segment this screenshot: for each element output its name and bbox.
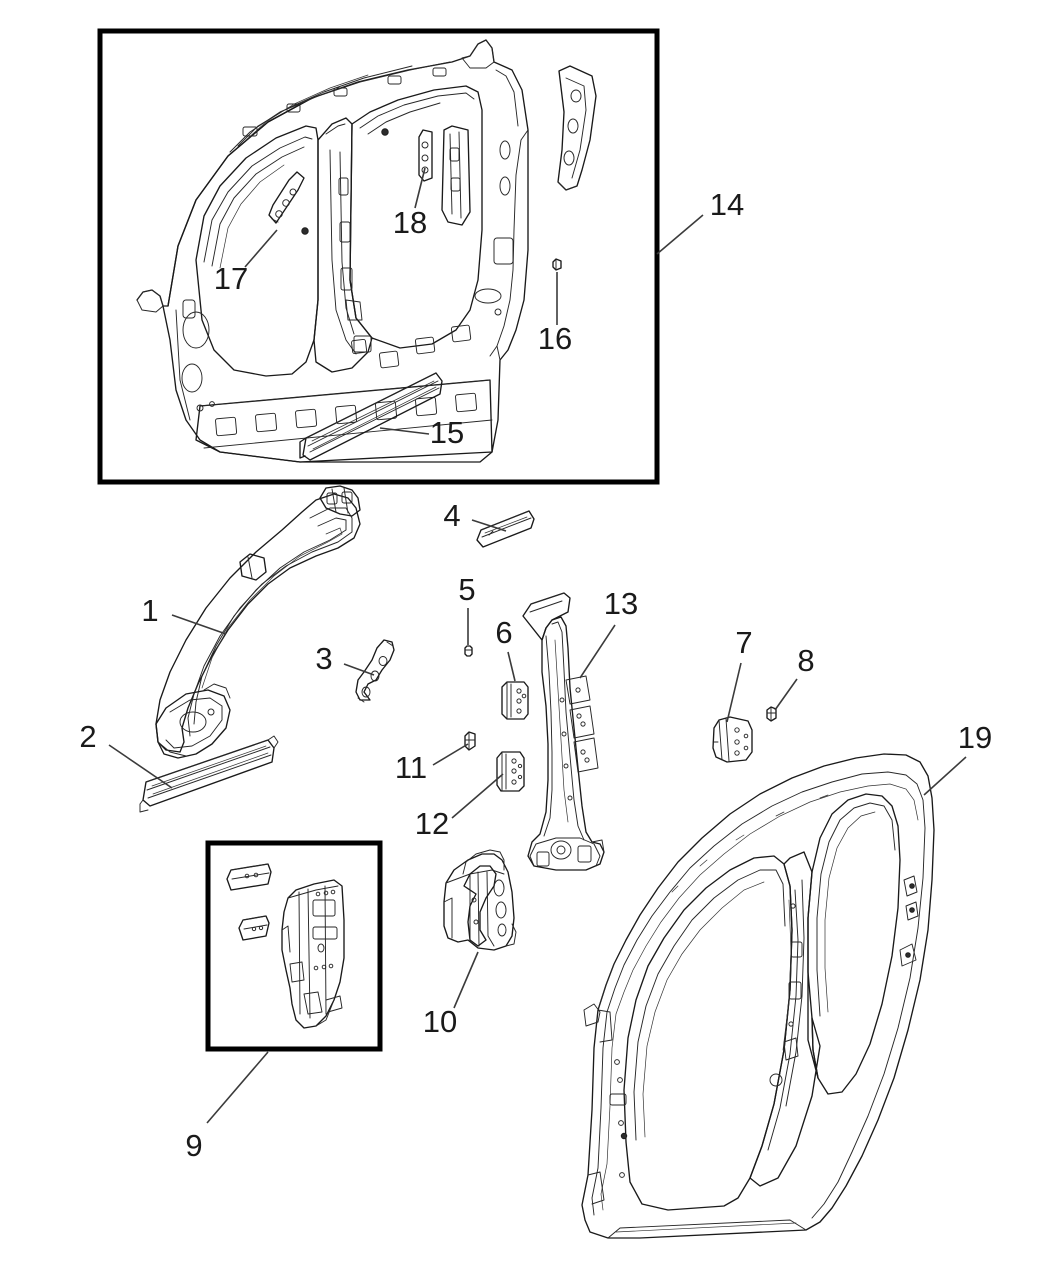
callout-label-10: 10 <box>423 1004 457 1039</box>
callout-label-11: 11 <box>395 750 427 785</box>
callout-label-1: 1 <box>141 593 158 628</box>
part-2-rocker-sill-reinforcement <box>139 735 279 813</box>
part-12-b-pillar-lower-bracket <box>496 751 525 792</box>
callout-label-12: 12 <box>415 806 449 841</box>
leader-6 <box>507 651 516 682</box>
callout-label-8: 8 <box>797 643 814 678</box>
callout-label-2: 2 <box>79 719 96 754</box>
callout-label-15: 15 <box>430 415 464 450</box>
part-9-c-pillar-reinforcement-kit <box>226 863 345 1029</box>
group-box-9 <box>205 840 383 1052</box>
callout-label-4: 4 <box>443 498 460 533</box>
callout-label-18: 18 <box>393 205 427 240</box>
leader-10 <box>453 951 479 1009</box>
leader-9 <box>206 1051 269 1124</box>
part-7-striker-reinforcement-bracket <box>712 716 753 763</box>
callout-label-5: 5 <box>458 572 475 607</box>
leader-18 <box>414 167 426 209</box>
part-19-body-side-outer-aperture-panel <box>581 753 935 1239</box>
callout-label-9: 9 <box>185 1128 202 1163</box>
part-18-roof-header-bracket <box>418 129 433 182</box>
leader-8 <box>774 678 798 711</box>
part-15-sill-reinforcement-rail <box>299 372 443 461</box>
leader-19 <box>923 756 967 796</box>
part-4-roof-rail-reinforcement-strip <box>476 510 535 548</box>
part-10-hinge-pillar-lower-reinforcement <box>443 849 517 951</box>
part-13-b-pillar-inner-reinforcement <box>522 592 605 871</box>
leader-7 <box>726 662 742 723</box>
callout-label-7: 7 <box>735 625 752 660</box>
part-3-seat-belt-anchor-bracket <box>355 639 395 703</box>
leader-13 <box>579 624 616 679</box>
leader-15 <box>379 427 430 435</box>
leader-3 <box>343 663 375 676</box>
leader-14 <box>656 214 704 255</box>
callout-label-3: 3 <box>315 641 332 676</box>
leader-12 <box>451 773 504 819</box>
leader-1 <box>171 614 227 635</box>
part-11-retainer-clip <box>464 731 476 751</box>
callout-label-19: 19 <box>958 720 992 755</box>
leader-17 <box>244 229 278 268</box>
callout-label-14: 14 <box>710 187 744 222</box>
leader-4 <box>471 519 507 532</box>
part-17-roof-bow-bracket <box>268 171 305 224</box>
leader-11 <box>432 743 469 766</box>
part-5-stud-bolt <box>464 645 473 657</box>
part-6-b-pillar-upper-bracket <box>501 681 529 720</box>
part-14-rear-pillar-piece <box>557 65 597 191</box>
leader-2 <box>108 744 173 789</box>
callout-label-13: 13 <box>604 586 638 621</box>
part-14-body-side-inner-panel <box>136 39 597 463</box>
part-8-small-clip-nut <box>766 706 777 722</box>
part-16-nut <box>552 258 562 271</box>
callout-label-17: 17 <box>214 261 248 296</box>
leader-lines <box>108 167 967 1124</box>
group-box-14 <box>97 28 660 485</box>
callout-label-6: 6 <box>495 615 512 650</box>
part-1-a-pillar-inner-reinforcement <box>155 485 361 759</box>
callout-label-16: 16 <box>538 321 572 356</box>
